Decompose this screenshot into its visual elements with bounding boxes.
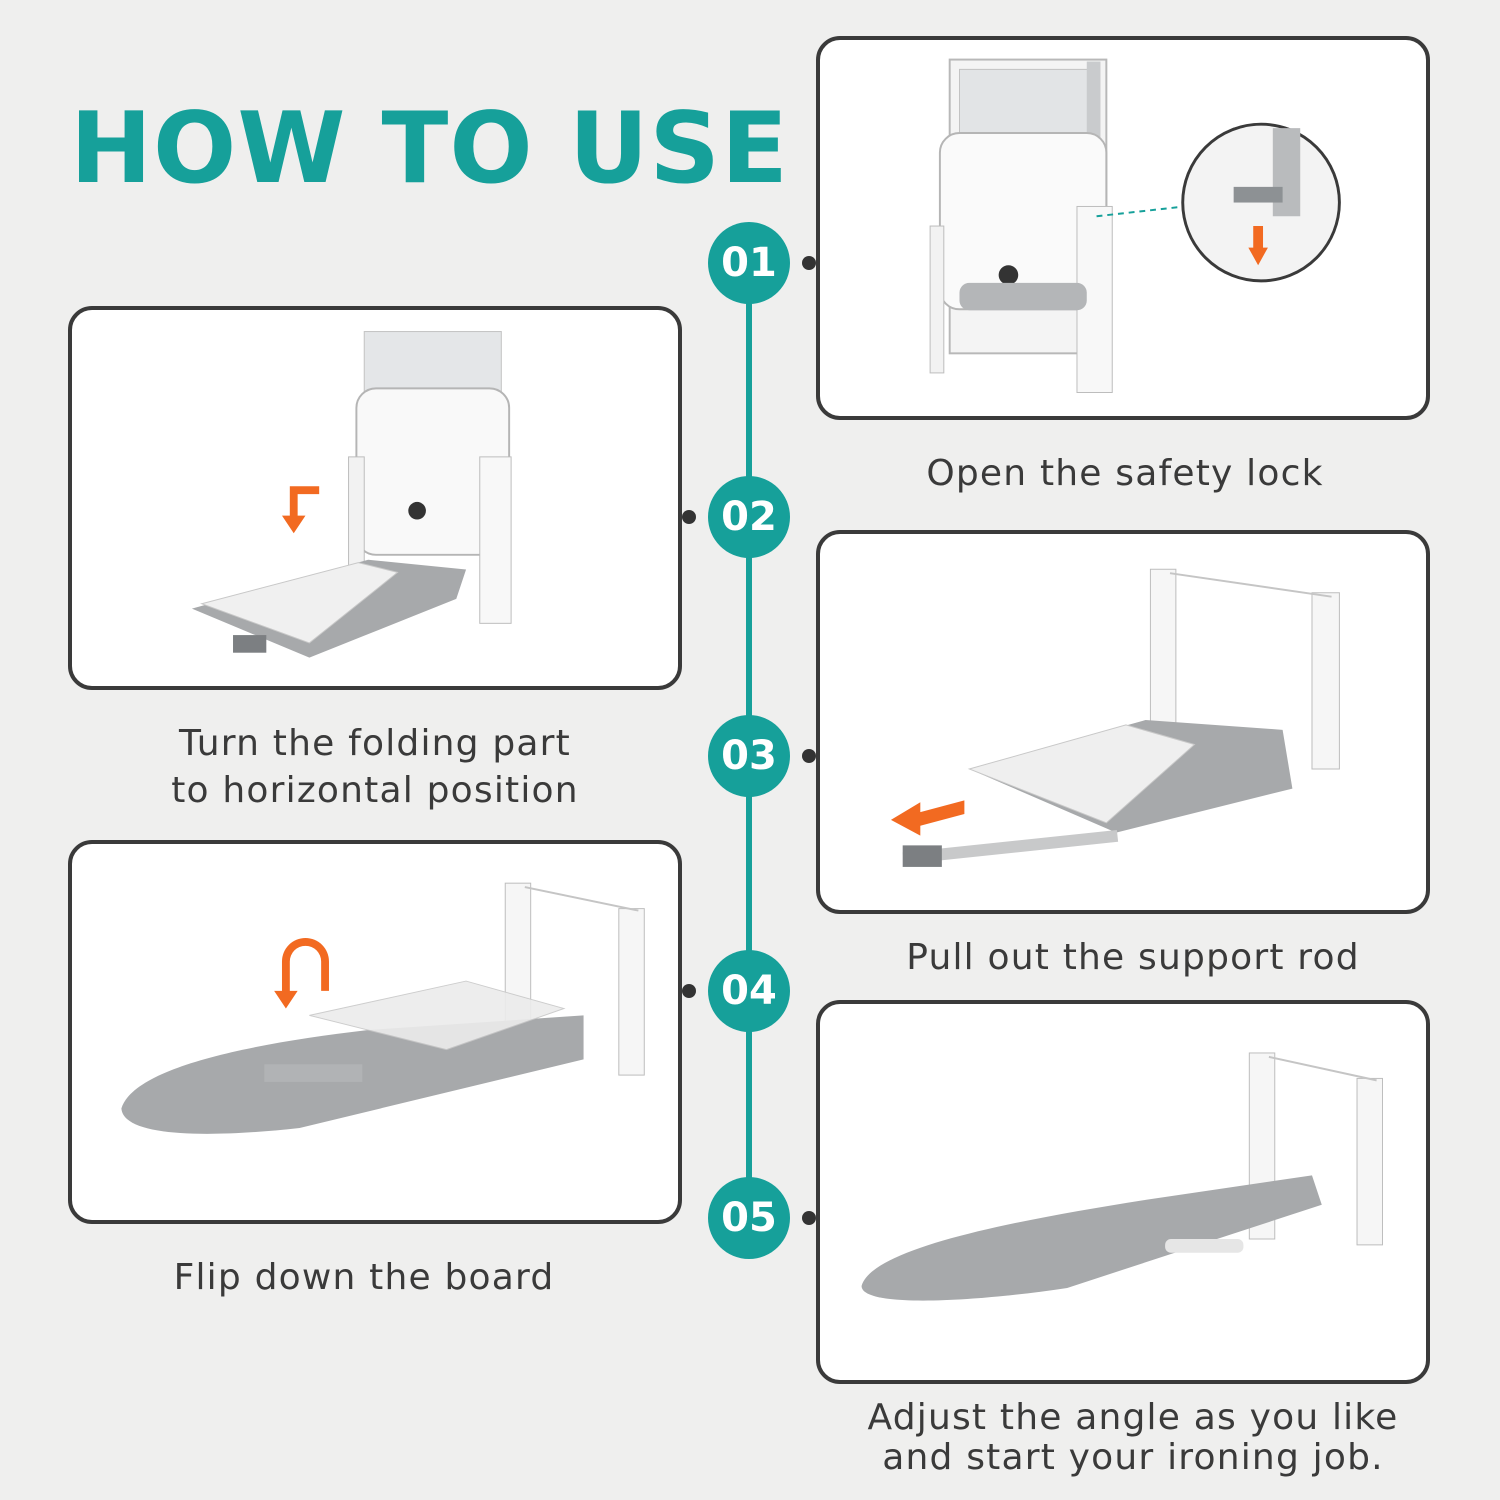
caption-line: Open the safety lock [926,453,1324,494]
caption-line: Turn the folding part [179,723,571,764]
ready-board-illustration [861,1052,1383,1301]
step-02-caption: Turn the folding part to horizontal posi… [82,720,668,814]
connector-dot [802,1211,816,1225]
connector-dot [682,984,696,998]
step-number: 05 [721,1195,777,1241]
step-04-caption: Flip down the board [82,1254,646,1301]
step-04-illustration [68,840,682,1224]
step-badge-04: 04 [708,950,790,1032]
caption-line: Pull out the support rod [906,937,1360,978]
folded-board-illustration [929,58,1341,393]
pull-rod-illustration [890,568,1340,867]
step-01-caption: Open the safety lock [830,450,1420,497]
step-number: 01 [721,240,777,286]
step-05-caption: Adjust the angle as you like and start y… [830,1398,1436,1478]
caption-line: and start your ironing job. [882,1437,1384,1478]
caption-line: Adjust the angle as you like [867,1397,1399,1438]
step-02-illustration [68,306,682,690]
flip-board-illustration [121,882,645,1134]
turn-horizontal-illustration [191,331,512,658]
step-badge-05: 05 [708,1177,790,1259]
step-badge-01: 01 [708,222,790,304]
step-05-illustration [816,1000,1430,1384]
connector-dot [682,510,696,524]
step-03-caption: Pull out the support rod [830,934,1436,981]
step-badge-03: 03 [708,715,790,797]
step-badge-02: 02 [708,476,790,558]
caption-line: Flip down the board [173,1257,555,1298]
step-number: 02 [721,494,777,540]
step-number: 03 [721,733,777,779]
connector-dot [802,749,816,763]
connector-dot [802,256,816,270]
caption-line: to horizontal position [171,770,579,811]
step-number: 04 [721,968,777,1014]
step-01-illustration [816,36,1430,420]
page-title: HOW TO USE [70,92,789,206]
step-03-illustration [816,530,1430,914]
